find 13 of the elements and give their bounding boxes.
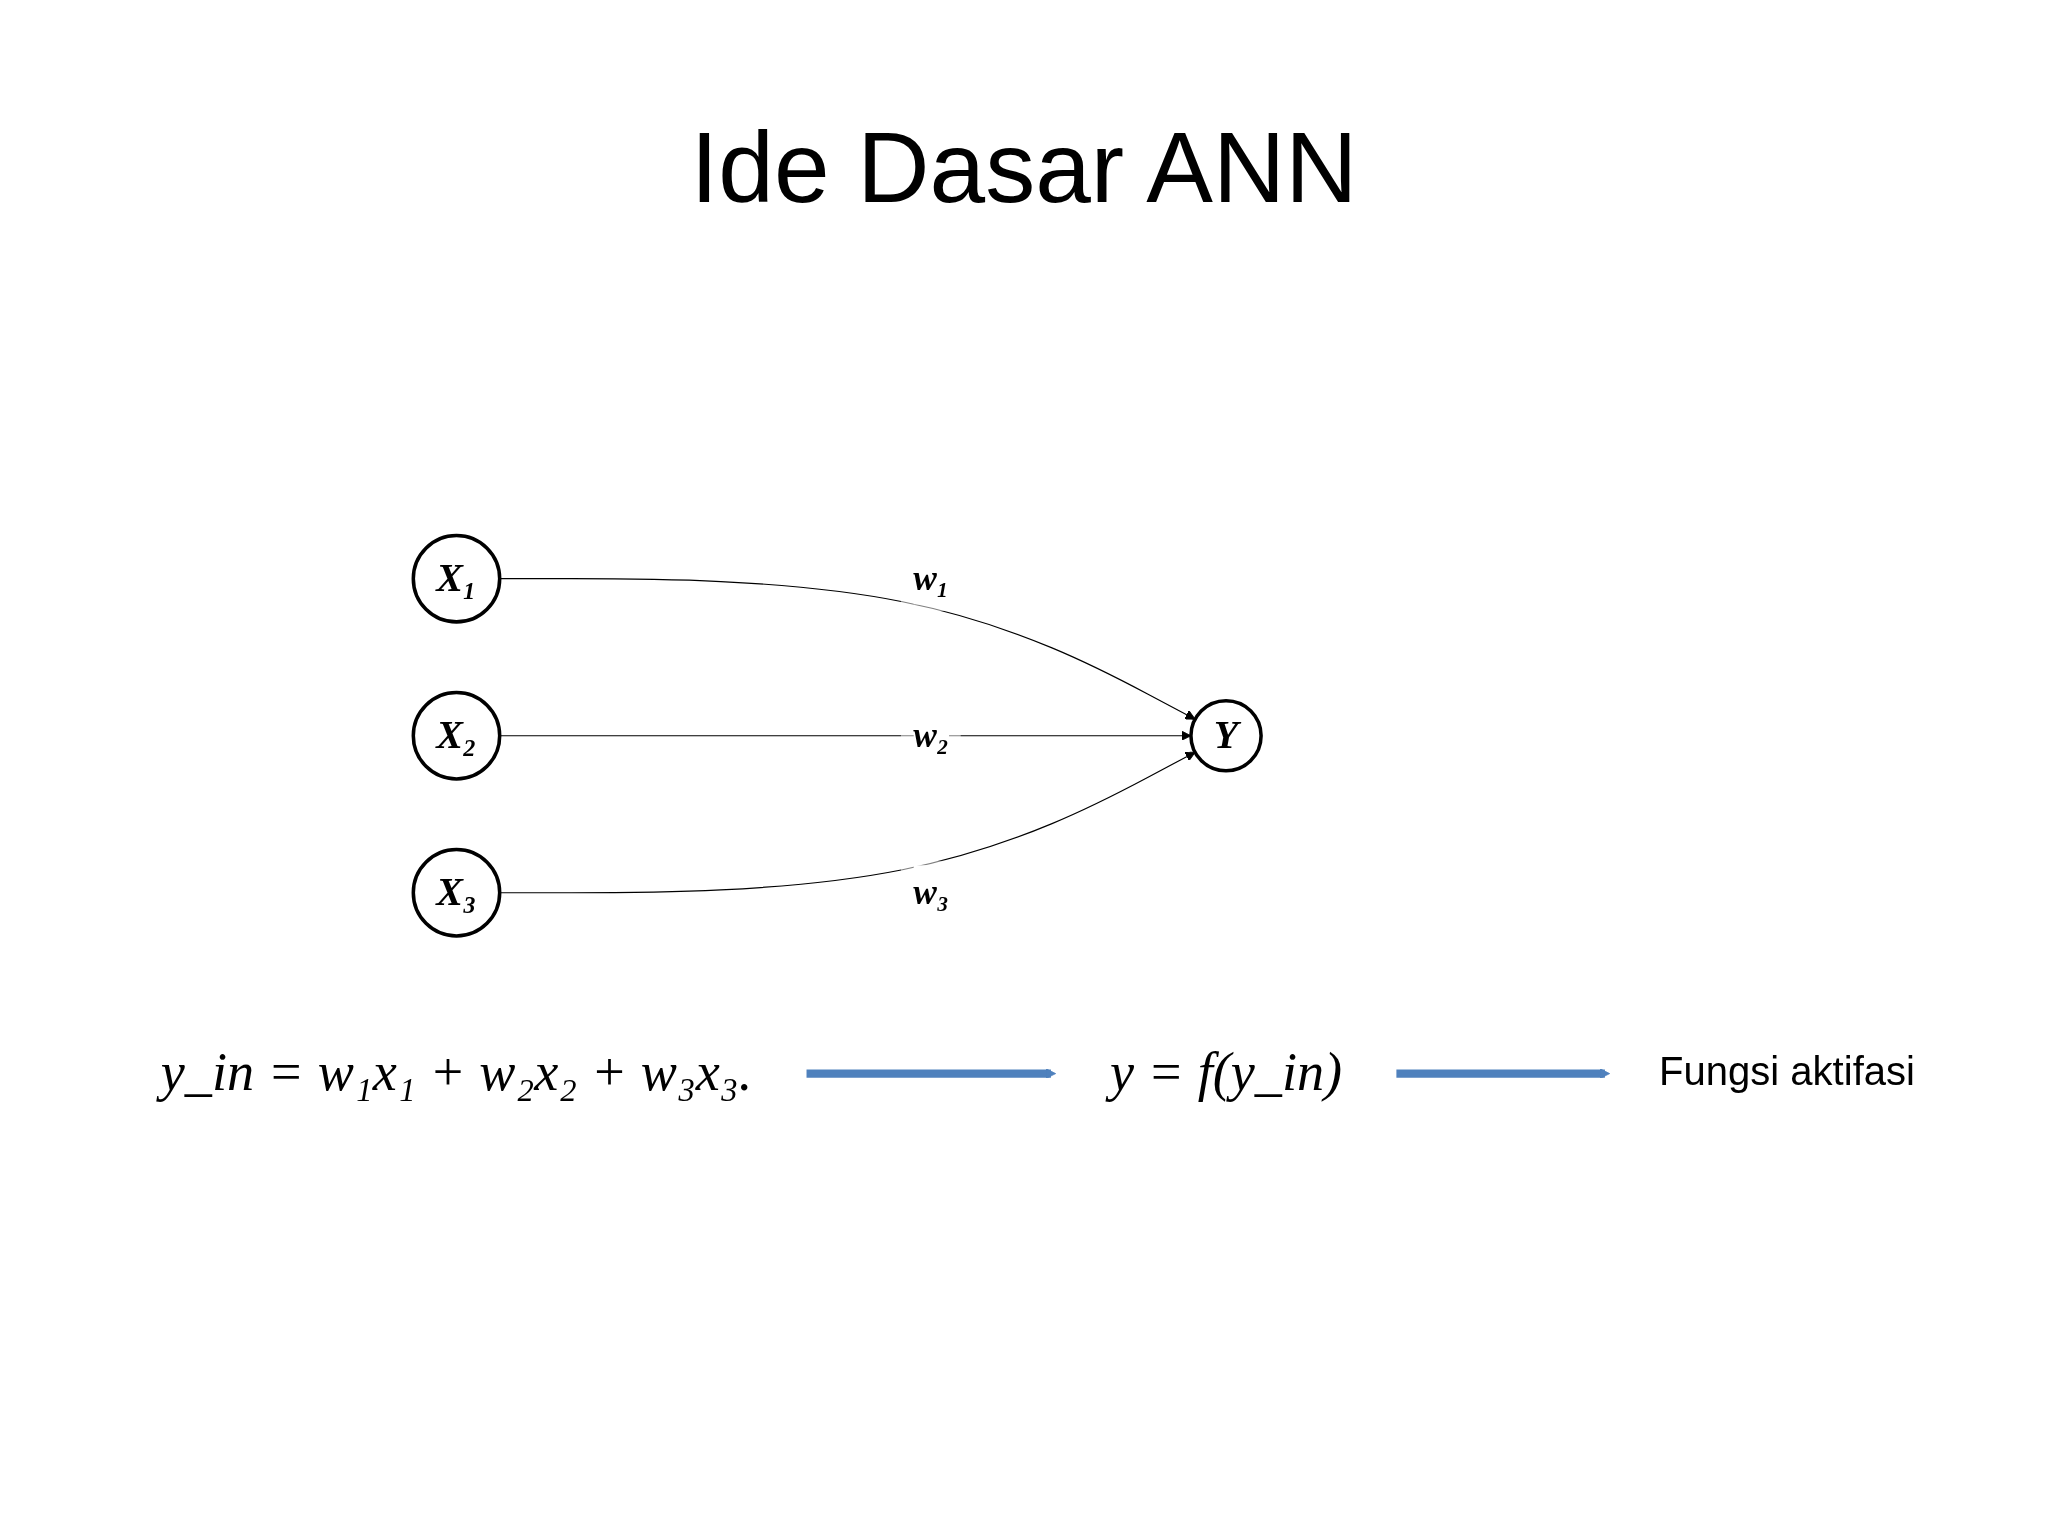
edge-label: w₂: [912, 714, 949, 754]
node-circle: X₃: [411, 847, 501, 938]
arrow: [806, 1067, 1056, 1079]
title: Ide Dasar ANN: [689, 110, 1359, 225]
edge-label: w₁: [912, 557, 949, 597]
node-text: Fungsi aktifasi: [1658, 1048, 1915, 1094]
arrow: [1395, 1067, 1610, 1079]
arrow: [498, 577, 1195, 720]
edge-label: w₃: [912, 871, 949, 911]
node-circle: Y: [1188, 698, 1263, 773]
node-circle: X₂: [411, 690, 501, 781]
arrow: [498, 751, 1195, 893]
node-circle: X₁: [411, 533, 501, 624]
